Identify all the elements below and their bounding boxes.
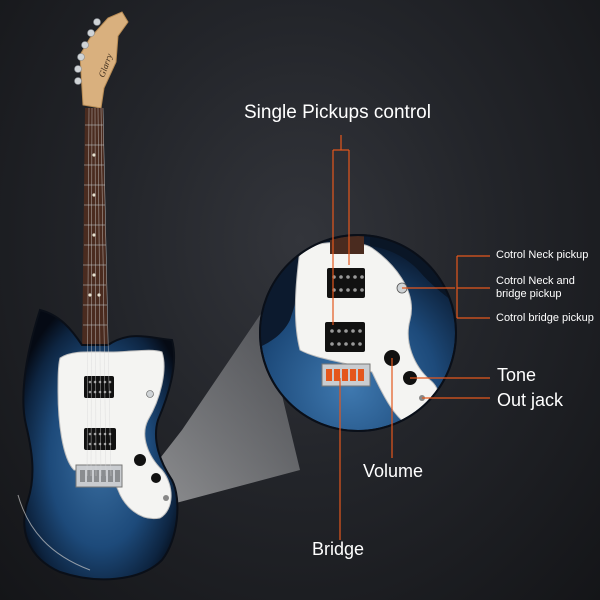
callout-line-1: Cotrol Neck and	[496, 275, 575, 287]
callout-tone: Tone	[497, 365, 537, 385]
headstock: Glarry	[74, 11, 129, 109]
callout-line-2: bridge pickup	[496, 288, 562, 300]
callout-single-pickups-control: Single Pickups control	[244, 102, 431, 123]
zoom-detail-circle	[259, 234, 457, 432]
guitar-body	[17, 107, 179, 581]
callout-control-neck-pickup: Cotrol Neck pickup	[496, 249, 589, 261]
callout-volume: Volume	[363, 461, 424, 481]
callout-control-bridge-pickup: Cotrol bridge pickup	[496, 312, 594, 324]
callout-out-jack: Out jack	[497, 390, 564, 410]
callout-control-neck-and-bridge-pickup: Cotrol Neck and bridge pickup	[496, 275, 575, 301]
callout-leaders	[332, 135, 490, 540]
callout-bridge: Bridge	[312, 539, 365, 559]
